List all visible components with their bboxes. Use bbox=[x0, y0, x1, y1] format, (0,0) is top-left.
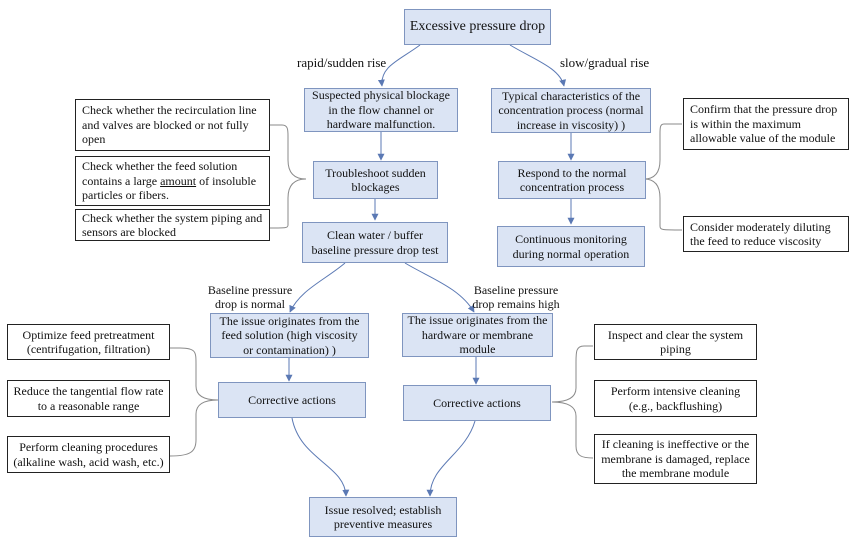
note-replace-membrane: If cleaning is ineffective or the membra… bbox=[594, 434, 757, 484]
label-slow-rise: slow/gradual rise bbox=[560, 55, 650, 70]
note-cleaning-procedures: Perform cleaning procedures (alkaline wa… bbox=[7, 436, 170, 473]
bracket-corrective-left bbox=[169, 347, 219, 457]
label-baseline-high: Baseline pressure drop remains high bbox=[466, 283, 566, 312]
edge-cleantest-to-feed bbox=[289, 262, 346, 313]
node-continuous-monitoring: Continuous monitoring during normal oper… bbox=[497, 226, 645, 267]
note-reduce-tangential-flow: Reduce the tangential flow rate to a rea… bbox=[7, 380, 170, 417]
node-respond-normal: Respond to the normal concentration proc… bbox=[498, 161, 646, 199]
label-rapid-rise: rapid/sudden rise bbox=[297, 55, 387, 70]
note-check-recirculation: Check whether the recirculation line and… bbox=[75, 99, 270, 151]
note-optimize-pretreatment: Optimize feed pretreatment (centrifugati… bbox=[7, 324, 170, 360]
bracket-troubleshoot bbox=[226, 124, 307, 229]
note-inspect-piping: Inspect and clear the system piping bbox=[594, 324, 757, 360]
label-baseline-normal: Baseline pressure drop is normal bbox=[205, 283, 295, 312]
bracket-corrective-right bbox=[551, 345, 594, 459]
node-hardware-origin: The issue originates from the hardware o… bbox=[402, 313, 553, 357]
label-baseline-normal-line2: drop is normal bbox=[215, 297, 285, 312]
edge-start-to-typical bbox=[509, 44, 567, 87]
note-check-piping-sensors: Check whether the system piping and sens… bbox=[75, 209, 270, 241]
node-clean-water-test: Clean water / buffer baseline pressure d… bbox=[302, 222, 448, 263]
note-check-feed-solution: Check whether the feed solution contains… bbox=[75, 156, 270, 206]
note-check-feed-solution-text: Check whether the feed solution contains… bbox=[82, 159, 257, 203]
bracket-respond bbox=[643, 123, 683, 231]
label-baseline-high-line2: drop remains high bbox=[472, 297, 560, 312]
edge-corrective-left-to-resolved bbox=[291, 417, 350, 497]
label-baseline-high-line1: Baseline pressure bbox=[473, 283, 559, 297]
node-troubleshoot-sudden: Troubleshoot sudden blockages bbox=[313, 161, 438, 199]
underlined-word: amount bbox=[160, 173, 197, 188]
node-corrective-actions-left: Corrective actions bbox=[218, 382, 366, 418]
edge-cleantest-to-hardware bbox=[404, 262, 475, 313]
note-intensive-cleaning: Perform intensive cleaning (e.g., backfl… bbox=[594, 380, 757, 417]
node-corrective-actions-right: Corrective actions bbox=[403, 385, 551, 421]
edge-corrective-right-to-resolved bbox=[426, 420, 476, 497]
node-feed-solution-origin: The issue originates from the feed solut… bbox=[210, 313, 369, 358]
node-excessive-pressure-drop: Excessive pressure drop bbox=[404, 9, 551, 45]
label-baseline-normal-line1: Baseline pressure bbox=[207, 283, 293, 297]
node-suspected-blockage: Suspected physical blockage in the flow … bbox=[304, 88, 458, 132]
note-confirm-pressure-drop: Confirm that the pressure drop is within… bbox=[683, 98, 849, 150]
node-typical-characteristics: Typical characteristics of the concentra… bbox=[491, 88, 651, 133]
edge-start-to-suspected bbox=[377, 44, 421, 87]
node-issue-resolved: Issue resolved; establish preventive mea… bbox=[309, 497, 457, 537]
note-consider-diluting: Consider moderately diluting the feed to… bbox=[683, 216, 849, 252]
